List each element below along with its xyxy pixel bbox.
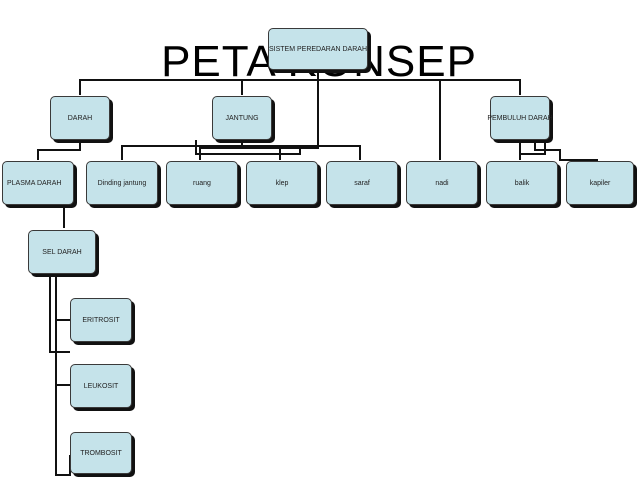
node-ruang: ruang [166, 161, 238, 205]
node-balik: balik [486, 161, 558, 205]
node-plasma: PLASMA DARAH [2, 161, 74, 205]
connector-jantung-saraf [280, 145, 361, 160]
connector-sel-extra [49, 275, 70, 353]
node-saraf: saraf [326, 161, 398, 205]
node-pembuluh: PEMBULUH DARAH [487, 96, 553, 140]
node-klep: klep [246, 161, 318, 205]
connector-jantung-bus [121, 140, 243, 160]
node-sel-darah: SEL DARAH [28, 230, 96, 274]
node-dinding: Dinding jantung [86, 161, 158, 205]
node-leukosit: LEUKOSIT [70, 364, 132, 408]
connector-root-bus [79, 70, 319, 95]
node-kapiler: kapiler [566, 161, 634, 205]
node-eritrosit: ERITROSIT [70, 298, 132, 342]
node-nadi: nadi [406, 161, 478, 205]
node-root: SISTEM PEREDARAN DARAH [268, 28, 368, 70]
connector-pembuluh-inner [520, 140, 546, 155]
connector-darah-plasma [37, 140, 81, 160]
node-jantung: JANTUNG [212, 96, 272, 140]
node-trombosit: TROMBOSIT [70, 432, 132, 474]
connector-pembuluh-kapiler [534, 140, 598, 161]
connector-sel-bus [55, 275, 71, 476]
connector-jantung-side [195, 140, 301, 155]
connector-root-pembuluh [318, 79, 521, 95]
node-darah: DARAH [50, 96, 110, 140]
